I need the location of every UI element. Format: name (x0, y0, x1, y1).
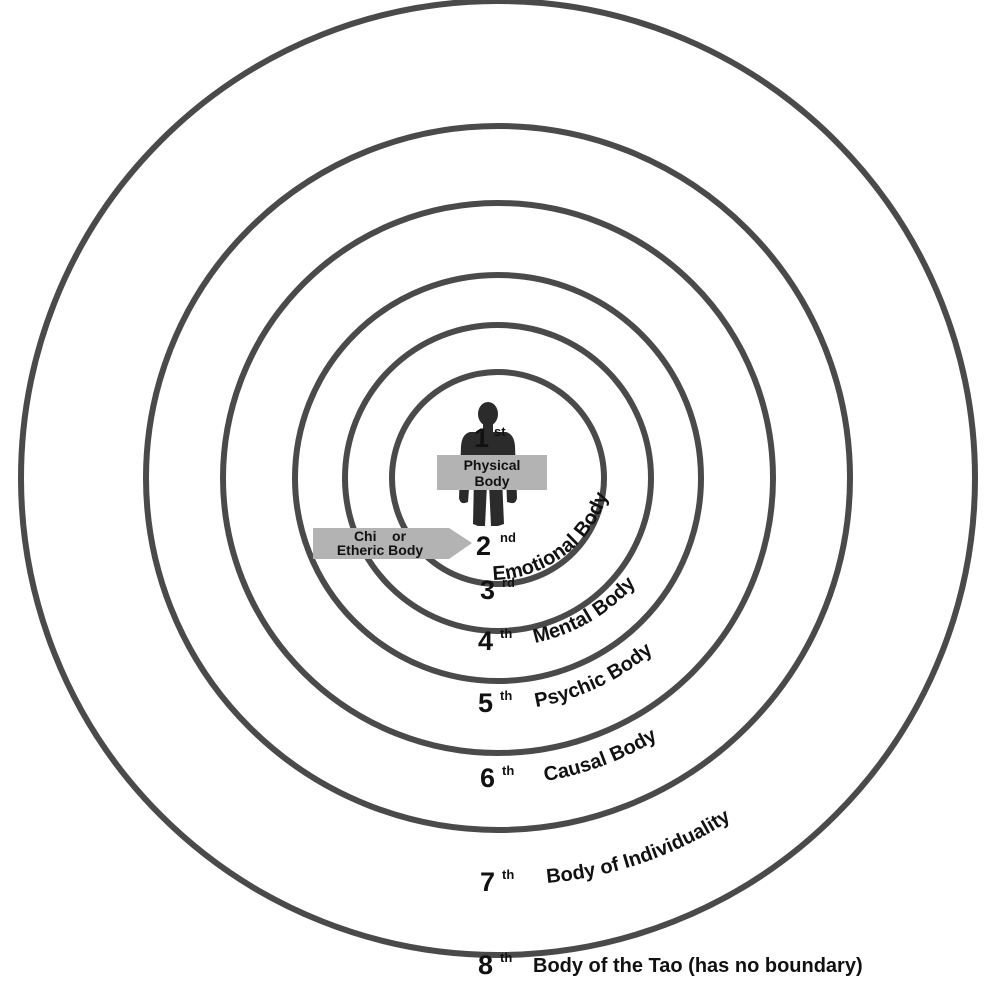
etheric-body-arrow-box (313, 528, 472, 559)
body-3-number: 3 (480, 575, 495, 605)
body-4-suffix: th (500, 626, 512, 641)
body-1-number: 1 (474, 423, 489, 453)
physical-body-label-line2: Body (475, 473, 510, 489)
body-6-suffix: th (502, 763, 514, 778)
ring-6 (143, 123, 853, 833)
body-8-tao: 8 th Body of the Tao (has no boundary) (478, 950, 863, 980)
body-1-suffix: st (494, 424, 506, 439)
ring-4 (292, 272, 704, 684)
ring-5 (220, 200, 776, 756)
body-7-number: 7 (480, 867, 495, 897)
body-6-causal: 6 th Causal Body (480, 724, 661, 793)
body-8-suffix: th (500, 950, 512, 965)
body-5-suffix: th (500, 688, 512, 703)
ring-2 (389, 369, 607, 587)
body-5-number: 5 (478, 688, 493, 718)
physical-body-label-line1: Physical (464, 457, 521, 473)
body-4-number: 4 (478, 626, 493, 656)
body-7-individuality: 7 th Body of Individuality (480, 805, 735, 897)
body-3-suffix: rd (502, 575, 515, 590)
body-2-suffix: nd (500, 530, 516, 545)
body-6-number: 6 (480, 763, 495, 793)
body-7-label-path: Body of Individuality (545, 805, 735, 888)
body-1-physical: 1 st Physical Body (437, 423, 547, 490)
body-8-label: Body of the Tao (has no boundary) (533, 955, 863, 977)
etheric-body-label-line1: Chi or (354, 528, 407, 544)
body-8-number: 8 (478, 950, 493, 980)
body-rings (18, 0, 978, 958)
ring-7 (18, 0, 978, 958)
body-7-suffix: th (502, 867, 514, 882)
body-2-etheric: Chi or Etheric Body 2 nd (313, 528, 516, 561)
body-7-label: Body of Individuality (545, 805, 735, 888)
body-2-number: 2 (476, 531, 491, 561)
etheric-body-label-line2: Etheric Body (337, 542, 424, 558)
ring-3 (342, 322, 654, 634)
physical-body-box (437, 455, 547, 490)
